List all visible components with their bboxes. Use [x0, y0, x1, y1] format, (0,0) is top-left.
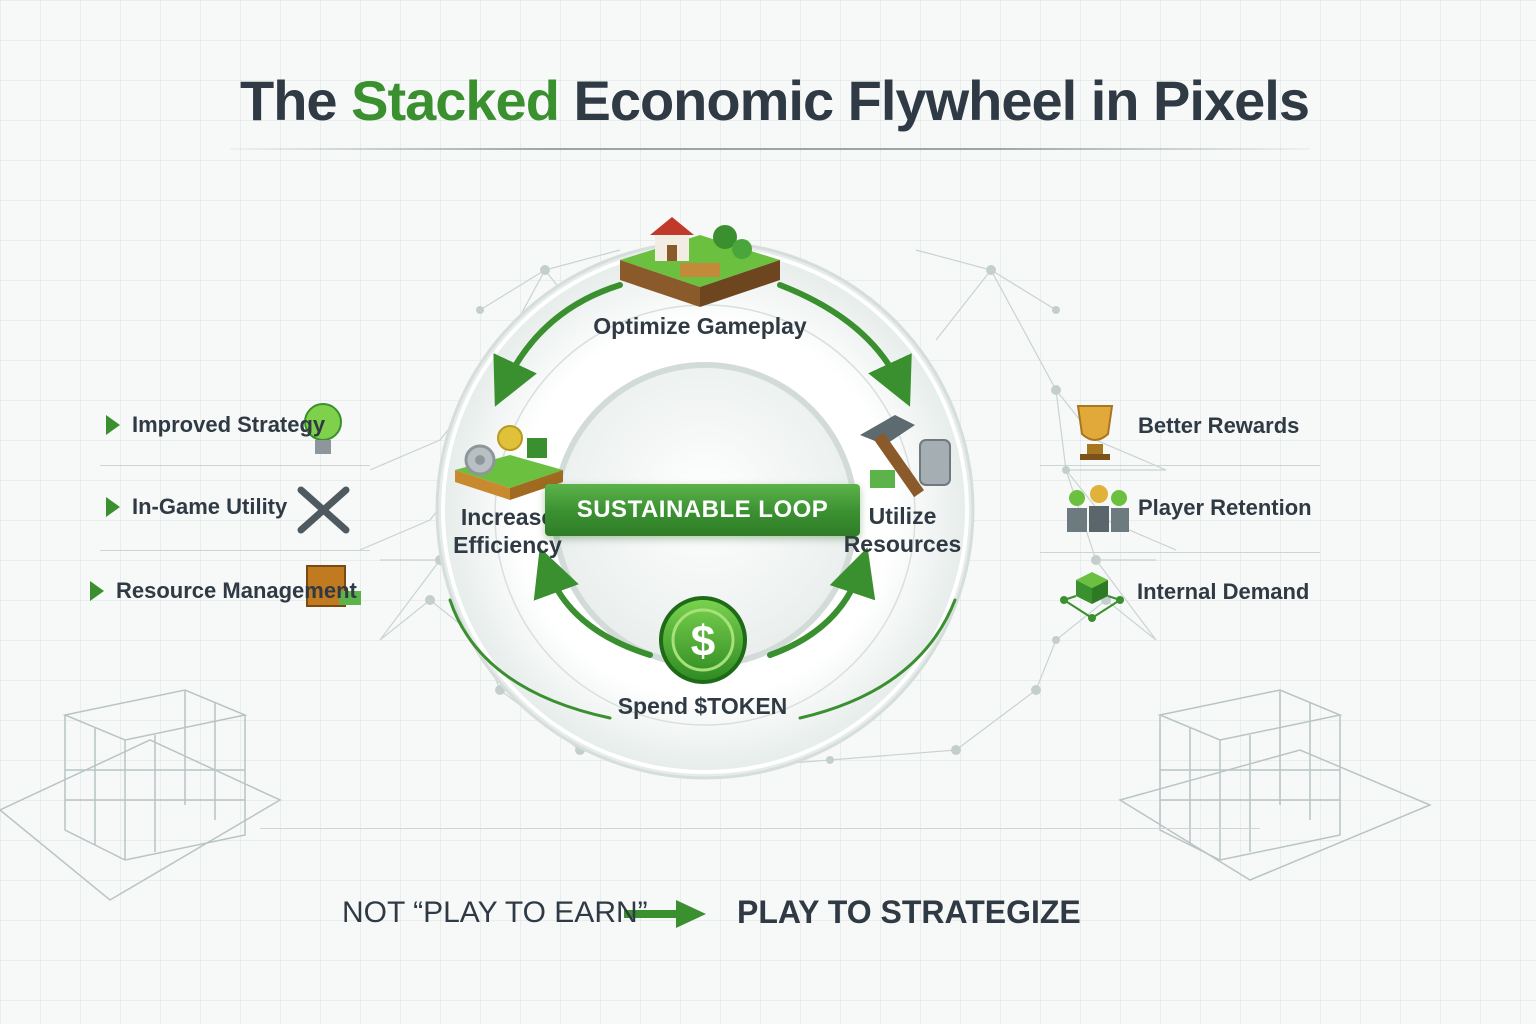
left-item-label: In-Game Utility — [132, 494, 288, 519]
footer-divider — [260, 828, 1260, 829]
players-icon — [1067, 485, 1129, 532]
arrow-outer-right — [798, 598, 957, 720]
node-spend-token: Spend $TOKEN — [617, 693, 788, 719]
footer-arrow — [624, 900, 706, 928]
triangle-bullet-icon — [106, 415, 120, 435]
arrow-outer-left — [448, 598, 612, 720]
trophy-icon — [1076, 405, 1114, 460]
left-item-in-game-utility: In-Game Utility — [106, 494, 287, 520]
arrow-top-to-right — [777, 282, 912, 407]
arrow-top-to-left — [493, 282, 623, 407]
right-item-internal-demand: Internal Demand — [1137, 579, 1309, 605]
node-increase-efficiency: Increase Efficiency — [440, 503, 575, 559]
right-item-label: Player Retention — [1138, 495, 1312, 520]
right-item-better-rewards: Better Rewards — [1138, 413, 1299, 439]
sustainable-loop-banner: SUSTAINABLE LOOP — [545, 484, 860, 536]
wrench-screwdriver-icon — [297, 486, 350, 534]
node-utilize-resources-line1: Utilize — [868, 503, 937, 529]
left-item-resource-management: Resource Management — [90, 578, 357, 604]
page-title: The Stacked Economic Flywheel in Pixels — [240, 68, 1310, 133]
left-item-label: Resource Management — [116, 578, 357, 603]
dollar-coin-icon: $ — [659, 596, 747, 684]
title-accent: Stacked — [351, 69, 560, 132]
hammer-tools-icon — [860, 415, 951, 498]
footer-play-to-strategize: PLAY TO STRATEGIZE — [737, 894, 1081, 930]
wireframe-cube-right — [1118, 689, 1432, 881]
left-divider-2 — [100, 550, 370, 551]
title-suffix: Economic Flywheel in Pixels — [558, 69, 1310, 132]
right-item-label: Better Rewards — [1138, 413, 1300, 438]
left-item-label: Improved Strategy — [132, 412, 326, 437]
network-cube-icon — [1060, 572, 1124, 622]
right-item-label: Internal Demand — [1137, 579, 1310, 604]
title-prefix: The — [240, 69, 352, 132]
arrow-bottom-to-left — [533, 547, 653, 658]
wireframe-cube-left — [0, 689, 282, 901]
node-increase-efficiency-line2: Efficiency — [453, 532, 562, 558]
crate-icon — [306, 565, 361, 607]
footer-not-play-to-earn: NOT “PLAY TO EARN” — [342, 896, 648, 929]
triangle-bullet-icon — [90, 581, 104, 601]
gear-machine-icon — [455, 425, 563, 500]
right-divider-2 — [1040, 552, 1320, 553]
node-utilize-resources: Utilize Resources — [840, 502, 965, 558]
title-divider — [230, 148, 1310, 150]
left-divider-1 — [100, 465, 370, 466]
node-increase-efficiency-line1: Increase — [460, 504, 555, 530]
node-optimize-gameplay: Optimize Gameplay — [593, 313, 807, 339]
arrow-bottom-to-right — [767, 547, 876, 658]
svg-text:$: $ — [691, 617, 715, 666]
flow-arrows — [448, 282, 957, 720]
lightbulb-icon — [304, 403, 342, 454]
node-utilize-resources-line2: Resources — [843, 531, 962, 557]
right-divider-1 — [1040, 465, 1320, 466]
right-item-player-retention: Player Retention — [1138, 495, 1312, 521]
farm-plot-icon — [620, 217, 780, 307]
left-item-improved-strategy: Improved Strategy — [106, 412, 325, 438]
triangle-bullet-icon — [106, 497, 120, 517]
